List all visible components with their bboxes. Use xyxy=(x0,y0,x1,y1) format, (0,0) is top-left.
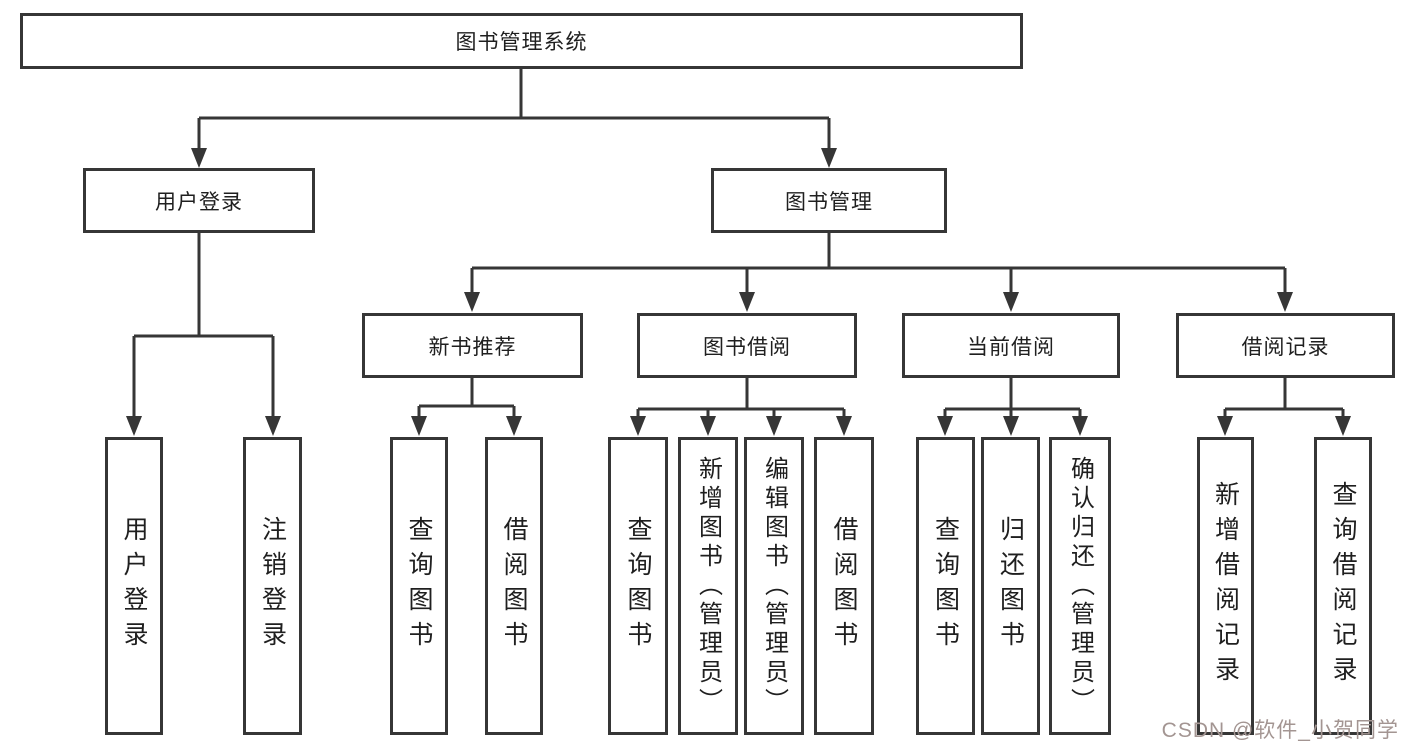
leaf-query-books-recommend: 查询图书 xyxy=(390,437,448,735)
leaf-user-login: 用户登录 xyxy=(105,437,163,735)
leaf-return-books: 归还图书 xyxy=(981,437,1040,735)
node-label: 借阅图书 xyxy=(500,516,528,656)
node-new-book-recommend: 新书推荐 xyxy=(362,313,583,378)
node-book-management: 图书管理 xyxy=(711,168,947,233)
node-label: 查询图书 xyxy=(405,516,433,656)
node-label: 新增图书（管理员） xyxy=(694,455,722,717)
node-label: 归还图书 xyxy=(996,516,1025,656)
leaf-add-books-admin: 新增图书（管理员） xyxy=(678,437,738,735)
leaf-query-borrow-record: 查询借阅记录 xyxy=(1314,437,1372,735)
node-label: 新书推荐 xyxy=(428,335,517,359)
node-label: 查询图书 xyxy=(931,516,960,656)
node-label: 用户登录 xyxy=(120,516,148,656)
node-label: 编辑图书（管理员） xyxy=(760,455,788,717)
node-label: 注销登录 xyxy=(258,516,287,656)
node-label: 借阅图书 xyxy=(830,516,858,656)
node-label: 查询借阅记录 xyxy=(1329,481,1357,691)
node-label: 查询图书 xyxy=(624,516,652,656)
leaf-add-borrow-record: 新增借阅记录 xyxy=(1197,437,1254,735)
node-user-login: 用户登录 xyxy=(83,168,315,233)
node-label: 图书借阅 xyxy=(703,335,791,359)
node-root: 图书管理系统 xyxy=(20,13,1023,69)
leaf-confirm-return-admin: 确认归还（管理员） xyxy=(1049,437,1111,735)
node-book-borrowing: 图书借阅 xyxy=(637,313,857,378)
watermark: CSDN @软件_小贺同学 xyxy=(1161,719,1399,742)
node-label: 确认归还（管理员） xyxy=(1066,455,1094,717)
node-label: 借阅记录 xyxy=(1241,335,1330,359)
leaf-borrow-books-borrowing: 借阅图书 xyxy=(814,437,874,735)
leaf-query-books-current: 查询图书 xyxy=(916,437,975,735)
arrow-down-icons xyxy=(126,148,1351,436)
leaf-logout: 注销登录 xyxy=(243,437,302,735)
node-label: 图书管理 xyxy=(785,190,873,214)
leaf-query-books-borrowing: 查询图书 xyxy=(608,437,668,735)
node-current-borrowing: 当前借阅 xyxy=(902,313,1120,378)
leaf-borrow-books-recommend: 借阅图书 xyxy=(485,437,543,735)
node-label: 用户登录 xyxy=(155,190,243,214)
node-label: 新增借阅记录 xyxy=(1211,481,1240,691)
node-label: 图书管理系统 xyxy=(455,31,588,54)
node-label: 当前借阅 xyxy=(967,335,1055,359)
node-borrowing-records: 借阅记录 xyxy=(1176,313,1395,378)
leaf-edit-books-admin: 编辑图书（管理员） xyxy=(744,437,804,735)
